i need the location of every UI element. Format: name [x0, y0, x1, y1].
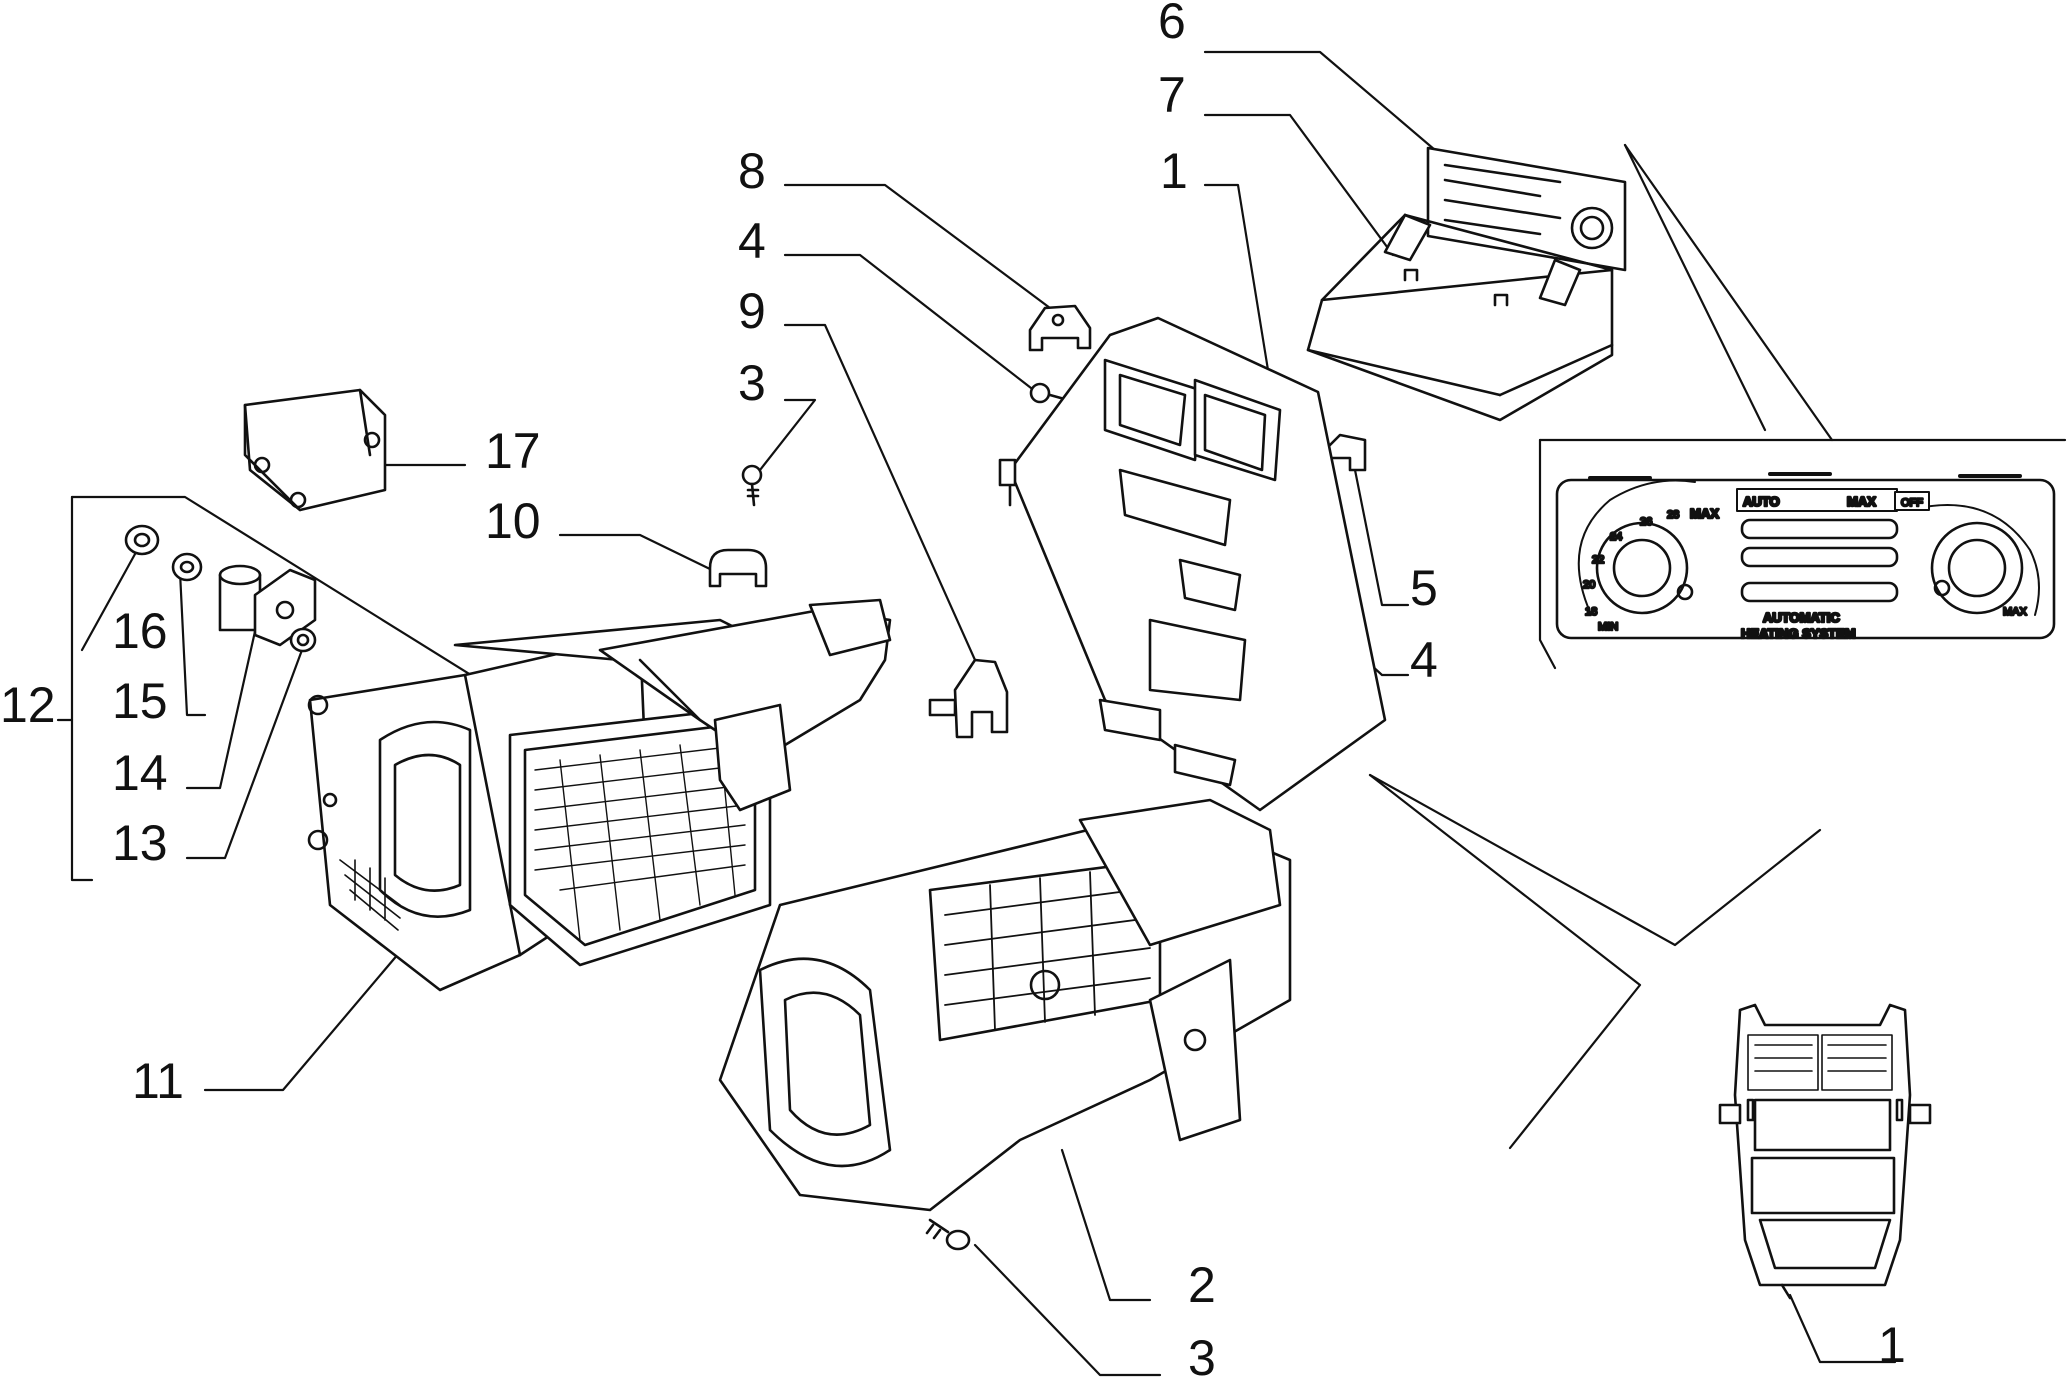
temp-20: 20	[1583, 579, 1595, 591]
part-7-console-housing	[1306, 213, 1614, 422]
dashboard-bezel	[1718, 1003, 1932, 1300]
leader-1b	[1788, 1293, 1897, 1364]
heater-core-fins	[534, 739, 746, 941]
climate-control-panel: 18 20 22 24 26 28 MAX MIN AUTO MAX AUTOM…	[1555, 472, 2056, 642]
max-label: MAX	[1847, 494, 1876, 509]
callout-3-bottom: 3	[1188, 1330, 1216, 1380]
part-2-blower-housing	[718, 798, 1292, 1212]
fan-off: OFF	[1901, 497, 1923, 509]
fan-max: MAX	[2003, 606, 2028, 618]
part-15-washer	[171, 552, 203, 582]
leader-bezel-b	[1368, 773, 1822, 947]
temperature-dial[interactable]	[1577, 479, 1696, 615]
upper-duct-assembly	[598, 598, 892, 812]
panel-frame-left	[1538, 438, 1557, 670]
auto-label: AUTO	[1743, 494, 1780, 509]
leader-16	[80, 543, 142, 652]
part-1-duct-shroud	[998, 316, 1387, 812]
part-3b-screw	[925, 1218, 971, 1251]
part-10-clip	[708, 548, 768, 588]
part-16-nut	[124, 524, 160, 556]
leader-15	[178, 570, 207, 717]
leader-13	[185, 648, 304, 860]
temp-max: MAX	[1690, 506, 1719, 521]
leader-5	[1353, 468, 1410, 607]
temp-min: MIN	[1598, 621, 1618, 633]
temp-18: 18	[1585, 606, 1597, 618]
callout-3-top: 3	[738, 355, 766, 411]
leader-7	[1203, 113, 1395, 257]
part-4a-screw	[1029, 382, 1070, 404]
leader-3b	[973, 1243, 1162, 1377]
leader-12-top	[70, 495, 542, 720]
part-14-tube-flange	[218, 564, 317, 647]
leader-panel-b	[1623, 143, 1834, 442]
mode-buttons: AUTO MAX AUTOMATIC HEATING SYSTEM	[1736, 488, 1899, 642]
leader-6	[1203, 50, 1437, 152]
leader-14	[185, 616, 260, 790]
callout-14: 14	[112, 745, 168, 801]
temp-28: 28	[1667, 509, 1679, 521]
part-3a-screw	[741, 464, 763, 507]
callout-8: 8	[738, 143, 766, 199]
callout-13: 13	[112, 815, 168, 871]
leader-3a	[758, 398, 817, 472]
part-8-bracket	[1028, 304, 1092, 352]
callout-6: 6	[1158, 0, 1186, 49]
callout-1-bottom: 1	[1878, 1317, 1906, 1373]
leader-2	[1060, 1148, 1152, 1302]
leader-8	[783, 183, 1052, 310]
callout-11: 11	[132, 1053, 184, 1109]
caption-line2: HEATING SYSTEM	[1741, 626, 1856, 641]
temperature-scale: 18 20 22 24 26 28 MAX MIN	[1582, 505, 1721, 635]
caption-line1: AUTOMATIC	[1763, 610, 1840, 625]
callout-9: 9	[738, 283, 766, 339]
callout-5: 5	[1410, 560, 1438, 616]
callout-12: 12	[0, 677, 56, 733]
mode-button-3[interactable]	[1740, 581, 1899, 603]
callout-2: 2	[1188, 1257, 1216, 1313]
leader-10	[558, 533, 714, 572]
temp-26: 26	[1640, 516, 1652, 528]
callout-4-top: 4	[738, 213, 766, 269]
fan-dial[interactable]	[1909, 504, 2040, 616]
leader-12-bracket	[70, 495, 94, 882]
callout-labels: 6 7 1 8 4 9 3 10 17 12 16 15 14 13 11 5 …	[0, 0, 1906, 1385]
leader-panel-a	[1623, 143, 1767, 432]
callout-16: 16	[112, 603, 168, 659]
callout-7: 7	[1158, 67, 1186, 123]
part-6-panel-plate	[1426, 146, 1627, 272]
callout-4-bottom: 4	[1410, 632, 1438, 688]
mode-button-2[interactable]	[1740, 546, 1899, 568]
part-13-o-ring	[289, 627, 317, 653]
mode-button-1[interactable]	[1740, 518, 1899, 540]
part-17-bracket	[243, 388, 387, 512]
bezel-vents	[1747, 1034, 1893, 1091]
callout-1-top: 1	[1160, 143, 1188, 199]
leader-11	[203, 938, 412, 1092]
leader-1a	[1203, 183, 1270, 372]
callout-17: 17	[485, 423, 541, 479]
callout-10: 10	[485, 493, 541, 549]
leader-9	[783, 323, 977, 662]
temp-22: 22	[1592, 554, 1604, 566]
heater-grille	[339, 859, 401, 931]
callout-15: 15	[112, 673, 168, 729]
temp-24: 24	[1610, 531, 1622, 543]
leader-4a	[783, 253, 1042, 397]
part-9-bracket	[928, 658, 1009, 739]
leader-lines	[56, 50, 2067, 1377]
leader-bezel-a	[1368, 773, 1642, 1150]
